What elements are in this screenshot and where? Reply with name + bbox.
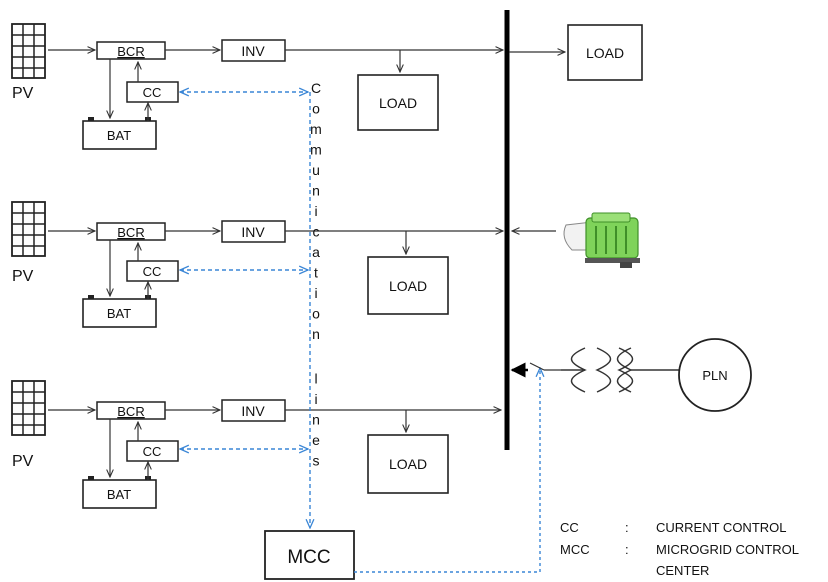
cc-label: CC [143, 85, 162, 100]
pv-label: PV [12, 453, 34, 470]
inv-label: INV [241, 224, 265, 240]
bcr-label: BCR [117, 404, 144, 419]
legend: CC : CURRENT CONTROL MCC : MICROGRID CON… [560, 520, 799, 578]
load-label: LOAD [586, 45, 624, 61]
branch-1: PV BCR INV LOAD BAT CC [11, 23, 503, 150]
legend-sep: : [625, 542, 629, 557]
legend-text-cont: CENTER [656, 563, 709, 578]
legend-text: MICROGRID CONTROL [656, 542, 799, 557]
load-box [567, 24, 643, 81]
legend-abbr: MCC [560, 542, 590, 557]
bcr-label: BCR [117, 44, 144, 59]
inv-label: INV [241, 403, 265, 419]
load-label: LOAD [389, 456, 427, 472]
transformer-icon [561, 347, 679, 393]
legend-sep: : [625, 520, 629, 535]
cc-box [126, 260, 179, 282]
generator-icon [563, 212, 640, 268]
cc-box [126, 81, 179, 103]
battery-box [82, 479, 157, 509]
bcr-label: BCR [117, 225, 144, 240]
cc-box [126, 440, 179, 462]
load-label: LOAD [389, 278, 427, 294]
mcc-box [264, 530, 355, 580]
bat-label: BAT [107, 487, 131, 502]
pv-label: PV [12, 268, 34, 285]
load-box [367, 434, 449, 494]
legend-text: CURRENT CONTROL [656, 520, 787, 535]
inv-label: INV [241, 43, 265, 59]
pv-panel-icon [11, 380, 46, 436]
mcc-breaker-link [354, 368, 540, 573]
bat-label: BAT [107, 306, 131, 321]
mcc-label: MCC [287, 547, 330, 568]
pln-grid-circle [678, 338, 752, 412]
load-box [357, 74, 439, 131]
circuit-breaker-icon [529, 362, 545, 371]
pv-panel-icon [11, 23, 46, 79]
battery-box [82, 120, 157, 150]
legend-abbr: CC [560, 520, 579, 535]
load-box [367, 256, 449, 315]
bat-label: BAT [107, 128, 131, 143]
cc-label: CC [143, 444, 162, 459]
pv-label: PV [12, 85, 34, 102]
battery-box [82, 298, 157, 328]
pv-panel-icon [11, 201, 46, 257]
branch-2: PV BCR INV LOAD BAT CC [11, 201, 503, 328]
branch-3: PV BCR INV LOAD BAT CC [11, 380, 501, 509]
pln-label: PLN [702, 368, 727, 383]
cc-label: CC [143, 264, 162, 279]
load-label: LOAD [379, 95, 417, 111]
